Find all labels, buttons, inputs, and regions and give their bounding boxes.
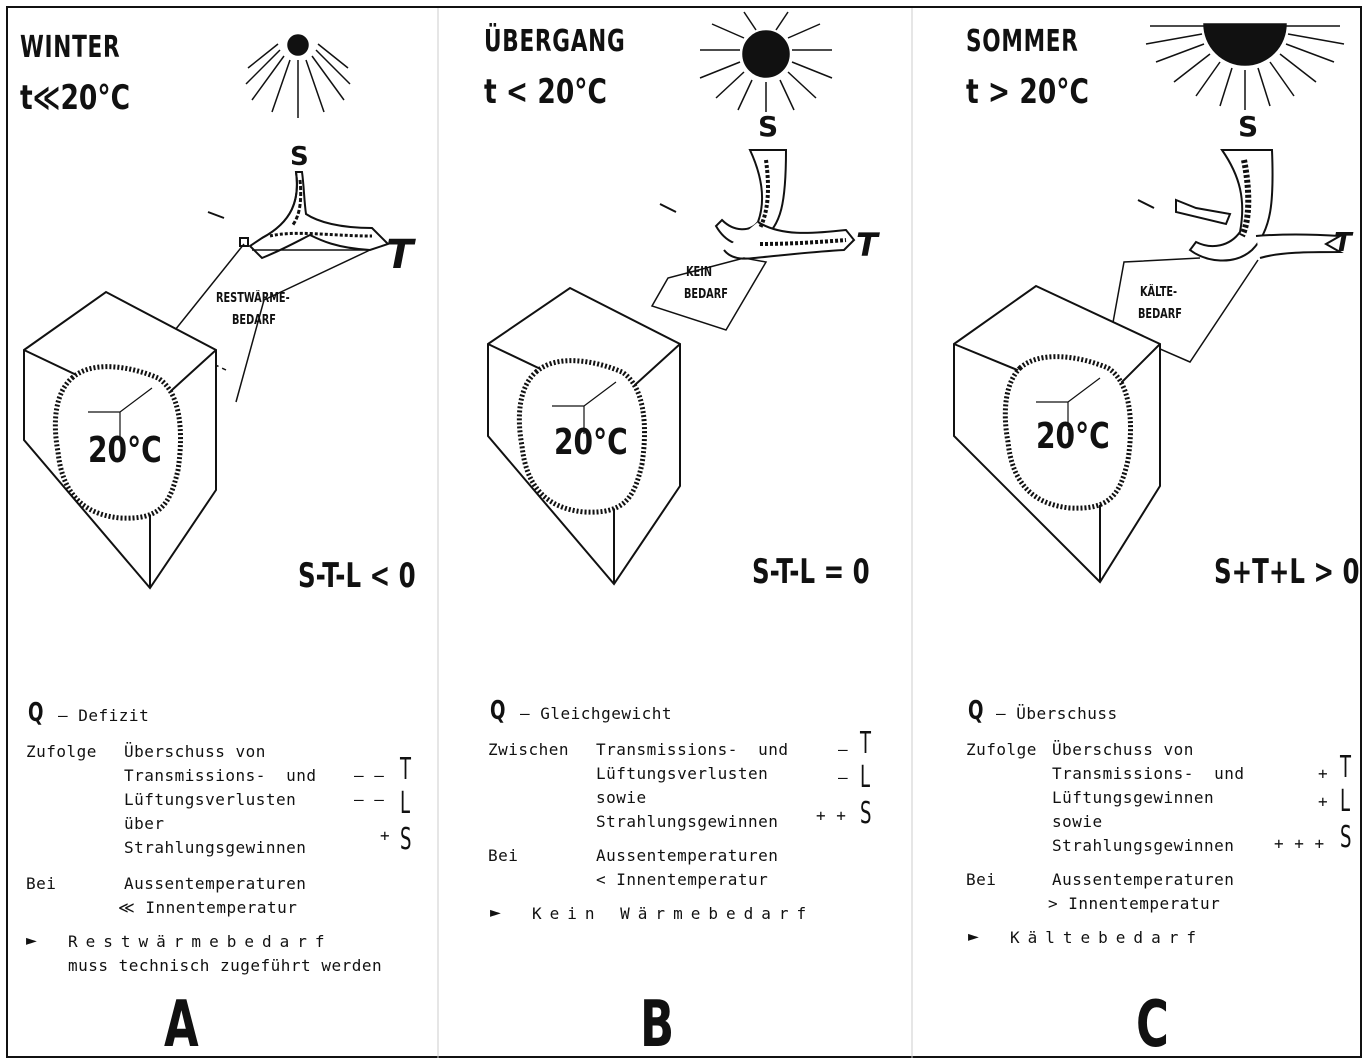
outdoor-temp: t≪20°C bbox=[20, 78, 131, 118]
balance-equation: S-T-L = 0 bbox=[752, 552, 870, 592]
symbol-s: S bbox=[400, 822, 412, 857]
result-arrow-icon: ► bbox=[26, 930, 38, 951]
symbol-t: T bbox=[1340, 750, 1351, 785]
cause-label: Zufolge bbox=[26, 742, 97, 761]
sign-t: – bbox=[838, 740, 849, 759]
sign-l: – bbox=[838, 768, 849, 787]
demand-label-1: RESTWÄRME- bbox=[216, 291, 290, 306]
balance-equation: S+T+L > 0 bbox=[1214, 552, 1360, 592]
q-label: – Defizit bbox=[58, 706, 150, 725]
q-symbol: Q bbox=[490, 696, 506, 726]
cause-line-4: Strahlungsgewinnen bbox=[596, 812, 779, 831]
sign-l: – – bbox=[354, 790, 385, 809]
sign-t: – – bbox=[354, 766, 385, 785]
season-title: ÜBERGANG bbox=[484, 24, 626, 59]
cause-line-2: Transmissions- und bbox=[1052, 764, 1245, 783]
condition-label: Bei bbox=[966, 870, 997, 889]
demand-label-2: BEDARF bbox=[684, 287, 728, 302]
sign-s: + bbox=[380, 826, 391, 845]
condition-line-2: < Innentemperatur bbox=[596, 870, 769, 889]
sun-icon-winter bbox=[245, 34, 351, 118]
transmission-label: T bbox=[1334, 228, 1352, 258]
transmission-label: T bbox=[856, 226, 878, 264]
condition-line-2: > Innentemperatur bbox=[1048, 894, 1221, 913]
cause-line-1: Überschuss von bbox=[124, 742, 266, 761]
balance-equation: S-T-L < 0 bbox=[298, 556, 416, 596]
panel-letter: B bbox=[640, 988, 675, 1062]
heat-flow-winter bbox=[207, 171, 390, 260]
room-temp: 20°C bbox=[554, 422, 628, 463]
condition-line-2: ≪ Innentemperatur bbox=[118, 898, 298, 917]
condition-line-1: Aussentemperaturen bbox=[596, 846, 779, 865]
q-label: – Überschuss bbox=[996, 704, 1118, 723]
cause-line-4: über bbox=[124, 814, 165, 833]
panel-letter: C bbox=[1136, 988, 1169, 1062]
outdoor-temp: t < 20°C bbox=[484, 72, 607, 112]
transmission-label: T bbox=[386, 232, 414, 278]
cause-line-4: sowie bbox=[1052, 812, 1103, 831]
season-title: WINTER bbox=[20, 30, 121, 65]
cause-label: Zufolge bbox=[966, 740, 1037, 759]
demand-wedge-transition bbox=[619, 257, 768, 379]
condition-line-1: Aussentemperaturen bbox=[1052, 870, 1235, 889]
result-arrow-icon: ► bbox=[490, 902, 502, 923]
symbol-s: S bbox=[1340, 820, 1352, 855]
figure-frame bbox=[6, 6, 1362, 1058]
cause-label: Zwischen bbox=[488, 740, 570, 759]
demand-label-2: BEDARF bbox=[232, 313, 276, 328]
condition-line-1: Aussentemperaturen bbox=[124, 874, 307, 893]
symbol-l: L bbox=[860, 760, 871, 795]
cause-line-2: Transmissions- und bbox=[124, 766, 317, 785]
cause-line-3: sowie bbox=[596, 788, 647, 807]
cause-line-5: Strahlungsgewinnen bbox=[124, 838, 307, 857]
season-title: SOMMER bbox=[966, 24, 1079, 59]
demand-label-2: BEDARF bbox=[1138, 307, 1182, 322]
symbol-t: T bbox=[860, 726, 871, 761]
q-label: – Gleichgewicht bbox=[520, 704, 672, 723]
sun-label: S bbox=[290, 142, 309, 172]
outdoor-temp: t > 20°C bbox=[966, 72, 1089, 112]
sun-label: S bbox=[758, 110, 779, 143]
sign-s: + + + bbox=[1274, 834, 1325, 853]
sign-t: + bbox=[1318, 764, 1329, 783]
cause-line-3: Lüftungsverlusten bbox=[124, 790, 297, 809]
sign-s: + + bbox=[816, 806, 847, 825]
condition-label: Bei bbox=[26, 874, 57, 893]
room-box-transition bbox=[487, 286, 681, 586]
cause-line-1: Überschuss von bbox=[1052, 740, 1194, 759]
sun-label: S bbox=[1238, 110, 1259, 143]
demand-label-1: KEIN bbox=[686, 265, 713, 280]
sign-l: + bbox=[1318, 792, 1329, 811]
q-symbol: Q bbox=[968, 696, 984, 726]
cause-line-2: Lüftungsverlusten bbox=[596, 764, 769, 783]
room-temp: 20°C bbox=[88, 430, 162, 471]
sun-icon-summer bbox=[1145, 23, 1345, 110]
q-symbol: Q bbox=[28, 698, 44, 728]
room-temp: 20°C bbox=[1036, 416, 1110, 457]
heat-flow-summer bbox=[1137, 149, 1344, 262]
panel-letter: A bbox=[164, 988, 199, 1062]
demand-label-1: KÄLTE- bbox=[1140, 285, 1178, 300]
symbol-s: S bbox=[860, 796, 872, 831]
cause-line-1: Transmissions- und bbox=[596, 740, 789, 759]
cause-line-5: Strahlungsgewinnen bbox=[1052, 836, 1235, 855]
symbol-t: T bbox=[400, 752, 411, 787]
heat-flow-transition bbox=[659, 149, 856, 260]
condition-label: Bei bbox=[488, 846, 519, 865]
room-box-summer bbox=[953, 284, 1161, 584]
symbol-l: L bbox=[400, 786, 411, 821]
room-box-winter bbox=[23, 290, 217, 590]
symbol-l: L bbox=[1340, 784, 1351, 819]
result-line-1: Kein Wärmebedarf bbox=[532, 904, 815, 923]
sun-icon-transition bbox=[699, 11, 833, 112]
result-arrow-icon: ► bbox=[968, 926, 980, 947]
result-line-2: muss technisch zugeführt werden bbox=[68, 956, 383, 975]
result-line-1: Restwärmebedarf bbox=[68, 932, 333, 951]
result-line-1: Kältebedarf bbox=[1010, 928, 1204, 947]
cause-line-3: Lüftungsgewinnen bbox=[1052, 788, 1215, 807]
